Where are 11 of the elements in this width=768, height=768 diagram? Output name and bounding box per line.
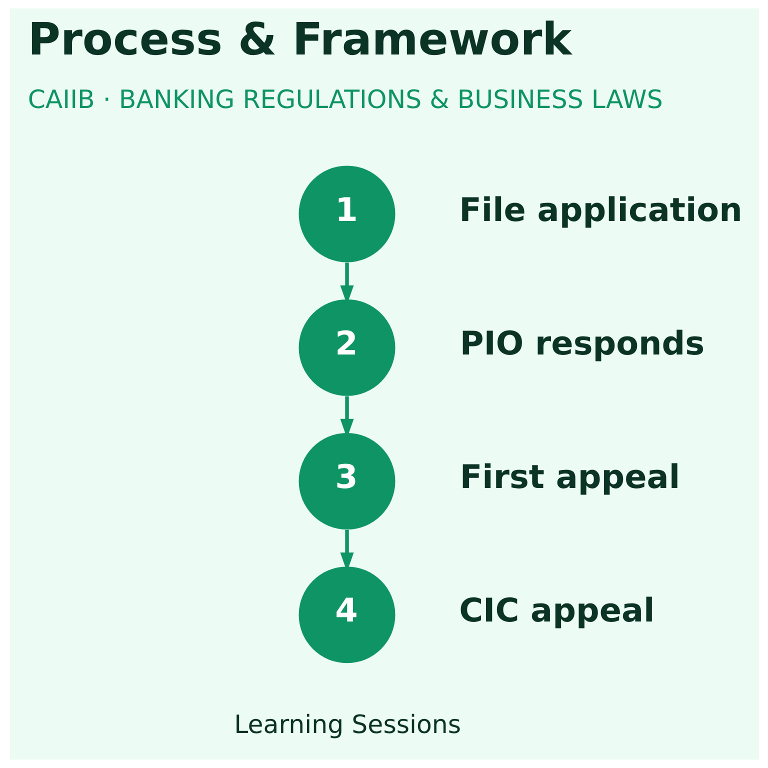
node-label: PIO responds [459,324,704,362]
node-label: File application [458,190,742,229]
node-circle: 2 [298,299,395,396]
node-label: CIC appeal [458,592,654,630]
node-circle: 1 [298,166,395,262]
node-circle: 4 [298,566,395,664]
label: CAIIB · BANKING REGULATIONS & BUSINESS LAWS [27,85,662,114]
node-circle: 3 [298,433,395,530]
diagram-title: Process & Framework [27,13,572,66]
node-label: First appeal [459,458,680,496]
label: Learning Sessions [234,710,461,740]
